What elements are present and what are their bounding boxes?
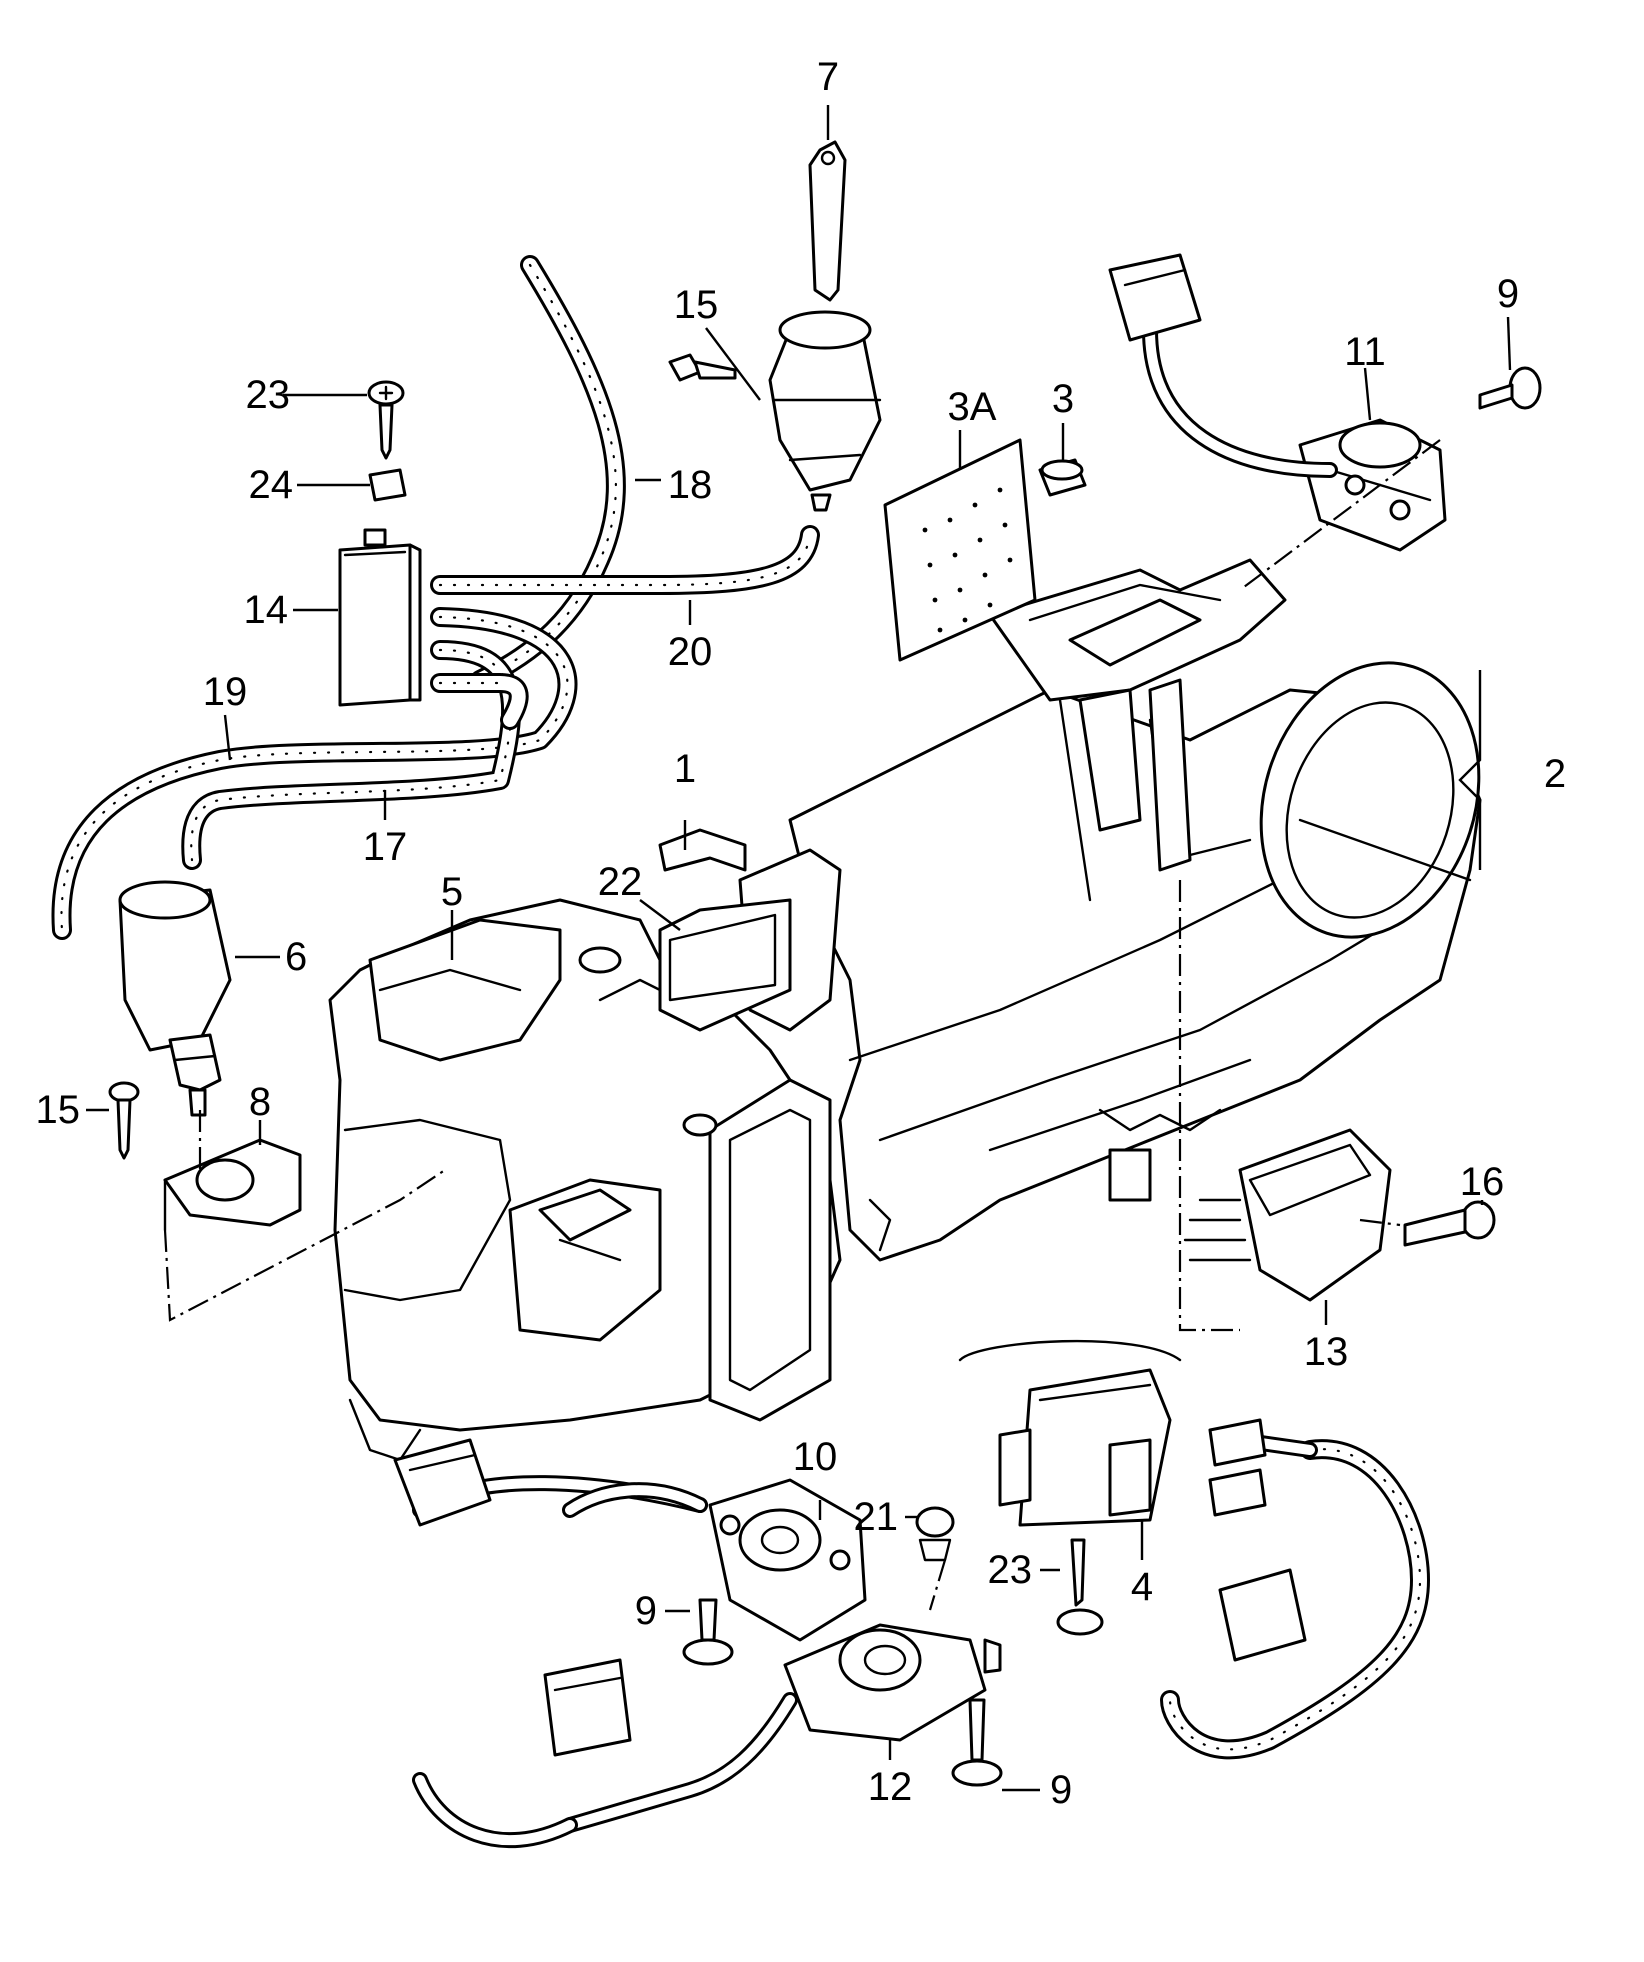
air-distribution-housing-5 <box>328 848 842 1462</box>
callout-12: 12 <box>868 1765 913 1809</box>
servo-motor-10 <box>708 1478 867 1642</box>
callout-14: 14 <box>244 588 289 632</box>
callout-18: 18 <box>668 463 713 507</box>
callout-20: 20 <box>668 630 713 674</box>
servo-11-wiring <box>1142 322 1338 478</box>
callout-15-left: 15 <box>36 1088 81 1132</box>
vacuum-switch-14 <box>338 528 422 707</box>
callout-11: 11 <box>1344 330 1386 374</box>
vacuum-actuator-6 <box>118 880 232 1117</box>
callout-5: 5 <box>441 870 463 914</box>
vacuum-hose-18 <box>470 255 626 690</box>
heater-housing-2 <box>788 661 1482 1262</box>
callout-9-top: 9 <box>1497 272 1519 316</box>
callout-8: 8 <box>249 1080 271 1124</box>
screw-9-top <box>1478 366 1542 410</box>
callout-23-lower: 23 <box>988 1548 1033 1592</box>
blower-unit-4 <box>958 1339 1182 1527</box>
callout-16: 16 <box>1460 1160 1505 1204</box>
bolt-16 <box>1403 1200 1496 1247</box>
air-intake-duct <box>988 558 1287 872</box>
servo-12-wiring <box>412 1692 798 1848</box>
callout-19: 19 <box>203 670 248 714</box>
grommet-21 <box>915 1506 955 1562</box>
screw-23-lower <box>1056 1538 1104 1636</box>
callout-22: 22 <box>598 860 643 904</box>
callout-3a: 3A <box>948 385 997 429</box>
pivot-3 <box>1038 458 1087 497</box>
callout-9-mid: 9 <box>635 1589 657 1633</box>
servo-motor-12 <box>783 1623 1002 1742</box>
callout-7: 7 <box>817 55 839 99</box>
resistor-module-13 <box>1183 1128 1392 1302</box>
callout-13: 13 <box>1304 1330 1349 1374</box>
speed-nut-24 <box>368 468 407 502</box>
connector-10 <box>393 1438 492 1527</box>
callout-1: 1 <box>674 747 696 791</box>
connector-11 <box>1108 253 1202 342</box>
clip-1 <box>658 828 747 872</box>
callout-2: 2 <box>1544 752 1566 796</box>
screw-9-mid <box>682 1598 734 1666</box>
connectors-right <box>1208 1418 1307 1662</box>
callout-21: 21 <box>854 1495 899 1539</box>
callout-15-top: 15 <box>674 283 719 327</box>
callout-10: 10 <box>793 1435 838 1479</box>
connector-12 <box>543 1658 632 1757</box>
callout-labels: 7 15 9 11 3 3A 18 20 23 24 14 19 17 5 6 … <box>36 55 1567 1812</box>
vacuum-hose-19 <box>51 607 578 940</box>
callout-4: 4 <box>1131 1565 1153 1609</box>
screw-15-top <box>668 353 737 382</box>
screw-9-bottom <box>951 1698 1003 1787</box>
servo-motor-11 <box>1298 418 1447 552</box>
callout-3: 3 <box>1052 377 1074 421</box>
leaders <box>86 105 1512 1792</box>
gasket-22 <box>658 898 792 1032</box>
callout-24: 24 <box>249 463 294 507</box>
screw-15-left <box>108 1081 140 1160</box>
bracket-8 <box>163 1138 302 1232</box>
callout-9-bottom: 9 <box>1050 1768 1072 1812</box>
callout-17: 17 <box>363 825 408 869</box>
flap-3a <box>883 438 1037 662</box>
assembly-lines <box>163 439 1441 1611</box>
callout-23-top: 23 <box>246 373 291 417</box>
screw-23-top <box>367 380 405 460</box>
vacuum-unit-7 <box>768 140 882 512</box>
vacuum-hose-20 <box>430 525 820 595</box>
vacuum-hose-short <box>430 673 529 730</box>
callout-6: 6 <box>285 935 307 979</box>
